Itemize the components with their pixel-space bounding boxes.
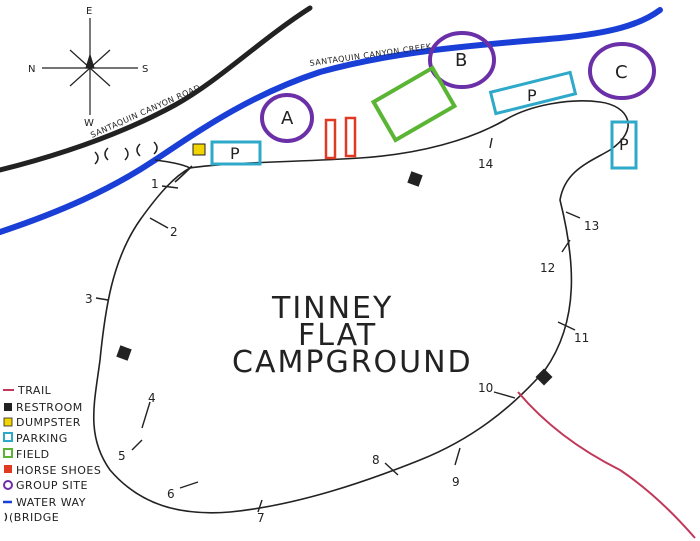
parking-lot-3[interactable]: P [610, 120, 638, 170]
campground-title-line-1: TINNEY [271, 291, 393, 326]
group-site-b-label: B [455, 50, 467, 71]
group-site-b[interactable]: B [428, 31, 496, 89]
restroom-1[interactable] [407, 171, 423, 187]
compass-west: W [84, 118, 94, 129]
compass-east: E [86, 6, 92, 17]
group-site-c[interactable]: C [588, 42, 656, 100]
legend-bridge-swatch [4, 512, 8, 522]
legend-horseshoes-label: HORSE SHOES [16, 464, 101, 477]
trail [517, 391, 696, 539]
campsite-4[interactable]: 4 [148, 391, 156, 405]
legend-horseshoes-swatch [4, 465, 12, 473]
campground-title-line-2: FLAT [298, 318, 377, 353]
parking-lot-1[interactable]: P [210, 140, 262, 166]
santaquin-canyon-road [0, 5, 313, 173]
campsite-8[interactable]: 8 [372, 453, 380, 467]
legend-restroom-label: RESTROOM [16, 401, 83, 414]
field[interactable] [370, 65, 458, 143]
entrance-road [154, 159, 193, 183]
campsite-ticks [95, 137, 581, 513]
legend-bridge-label: (BRIDGE [9, 511, 59, 524]
legend-field-label: FIELD [16, 448, 50, 461]
group-site-a[interactable]: A [260, 93, 314, 143]
campsite-13[interactable]: 13 [584, 219, 599, 233]
legend-dumpster-swatch [3, 417, 13, 427]
legend-trail-label: TRAIL [17, 384, 52, 397]
campground-title-line-3: CAMPGROUND [232, 345, 473, 380]
restroom-3[interactable] [535, 368, 553, 386]
campsite-9[interactable]: 9 [452, 475, 460, 489]
campsite-3[interactable]: 3 [85, 292, 93, 306]
campsite-14[interactable]: 14 [478, 157, 493, 171]
group-site-a-label: A [281, 108, 294, 129]
group-site-c-label: C [615, 62, 628, 83]
campsite-7[interactable]: 7 [257, 511, 265, 525]
parking-label: P [527, 86, 537, 105]
campsite-6[interactable]: 6 [167, 487, 175, 501]
legend-dumpster-label: DUMPSTER [16, 416, 81, 429]
campsite-11[interactable]: 11 [574, 331, 589, 345]
compass-south: S [142, 64, 148, 75]
parking-label: P [230, 144, 240, 163]
horseshoes-area[interactable] [324, 116, 357, 160]
bridge-icon [94, 141, 158, 165]
legend-field-swatch [3, 448, 13, 458]
campsite-1[interactable]: 1 [151, 177, 159, 191]
legend-waterway-label: WATER WAY [16, 496, 86, 509]
legend-parking-swatch [3, 432, 13, 442]
dumpster[interactable] [192, 143, 206, 156]
legend-restroom-swatch [4, 403, 12, 411]
compass-north: N [28, 64, 35, 75]
legend-group-site-swatch [3, 480, 13, 490]
campsite-2[interactable]: 2 [170, 225, 178, 239]
road-label: SANTAQUIN CANYON ROAD [89, 83, 202, 140]
santaquin-canyon-creek [0, 7, 663, 235]
legend-group-site-label: GROUP SITE [16, 479, 88, 492]
compass-rose [42, 18, 138, 115]
restroom-2[interactable] [116, 345, 132, 361]
campsite-12[interactable]: 12 [540, 261, 555, 275]
legend-parking-label: PARKING [16, 432, 68, 445]
campsite-5[interactable]: 5 [118, 449, 126, 463]
legend: TRAIL RESTROOM DUMPSTER PARKING FIELD HO… [3, 384, 101, 524]
parking-label: P [619, 135, 629, 154]
campsite-10[interactable]: 10 [478, 381, 493, 395]
parking-lot-2[interactable]: P [488, 70, 578, 116]
